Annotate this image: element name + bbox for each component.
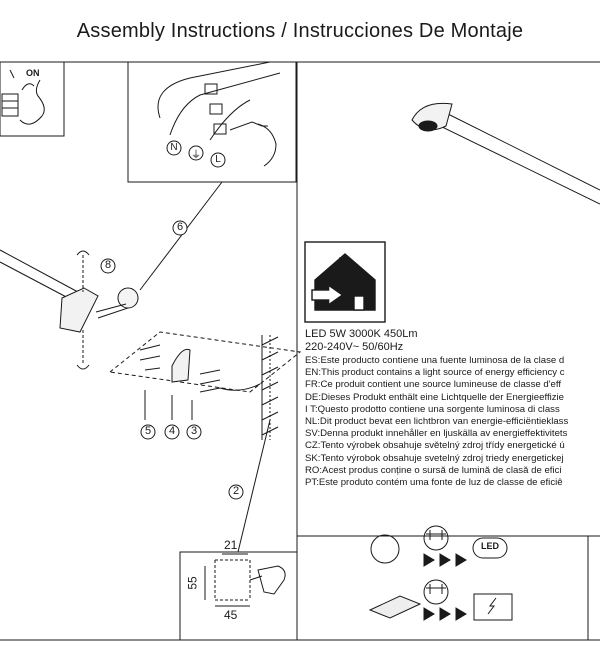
callout-6: 6 bbox=[176, 221, 184, 233]
live-terminal bbox=[210, 152, 226, 168]
lang-fr: FR:Ce produit contient une source lumine… bbox=[305, 379, 562, 391]
callout-5-circle bbox=[140, 424, 156, 440]
lang-en: EN:This product contains a light source … bbox=[305, 367, 565, 379]
switch-icon bbox=[1, 69, 45, 125]
recycling-pictograms bbox=[368, 525, 513, 621]
lang-es: ES:Este producto contiene una fuente lum… bbox=[305, 355, 565, 366]
wiring-illustration bbox=[157, 61, 281, 168]
switch-on-label: ON bbox=[26, 68, 40, 78]
live-label: L bbox=[215, 154, 221, 165]
spec-line-voltage: 220-240V~ 50/60Hz bbox=[305, 341, 404, 353]
dimension-bottom: 45 bbox=[224, 608, 238, 622]
lang-nl: NL:Dit product bevat een lichtbron van e… bbox=[305, 415, 569, 427]
spec-block: LED 5W 3000K 450Lm 220-240V~ 50/60Hz bbox=[305, 328, 418, 354]
drilling-illustration bbox=[204, 553, 286, 607]
indoor-use-icon bbox=[304, 241, 386, 323]
callout-3-circle bbox=[186, 424, 202, 440]
leader-6 bbox=[139, 181, 223, 291]
lang-it: I T:Questo prodotto contiene una sorgent… bbox=[305, 403, 560, 415]
lamp-arm-left bbox=[0, 181, 223, 370]
earth-terminal bbox=[188, 145, 204, 161]
lang-sv: SV:Denna produkt innehåller en ljuskälla… bbox=[305, 428, 568, 440]
energy-class-statements: ES:Este producto contiene una fuente lum… bbox=[305, 355, 600, 489]
callout-5: 5 bbox=[144, 425, 152, 437]
lang-cz: CZ:Tento výrobek obsahuje světelný zdroj… bbox=[305, 440, 565, 452]
drilling-inset-frame bbox=[179, 551, 298, 641]
earth-label: ⏚ bbox=[191, 150, 201, 161]
leader-2 bbox=[237, 419, 271, 553]
dimension-top: 21 bbox=[224, 538, 238, 552]
lang-pt: PT:Este produto contém uma fonte de luz … bbox=[305, 476, 563, 488]
callout-8-circle bbox=[100, 258, 116, 274]
callout-2: 2 bbox=[232, 485, 240, 497]
page-title: Assembly Instructions / Instrucciones De… bbox=[76, 20, 524, 42]
callout-4: 4 bbox=[168, 425, 176, 437]
neutral-label: N bbox=[170, 142, 178, 153]
callout-4-circle bbox=[164, 424, 180, 440]
lang-sk: SK:Tento výrobok obsahuje svetelný zdroj… bbox=[305, 452, 564, 464]
spec-line-power: LED 5W 3000K 450Lm bbox=[305, 328, 418, 340]
callout-3: 3 bbox=[190, 425, 198, 437]
lang-de: DE:Dieses Produkt enthält eine Lichtquel… bbox=[305, 391, 565, 403]
switch-inset-frame bbox=[0, 61, 65, 137]
neutral-terminal bbox=[166, 140, 182, 156]
lamp-arm-right bbox=[411, 102, 600, 205]
lang-ro: RO:Acest produs conține o sursă de lumin… bbox=[305, 464, 562, 476]
wall-bracket bbox=[108, 331, 302, 420]
dimension-side: 55 bbox=[185, 576, 200, 590]
wall-section bbox=[237, 335, 279, 553]
callout-2-circle bbox=[228, 484, 244, 500]
led-icon: LED bbox=[481, 541, 499, 551]
callout-8: 8 bbox=[104, 259, 112, 271]
callout-6-circle bbox=[172, 220, 188, 236]
wiring-inset-frame bbox=[127, 61, 297, 183]
